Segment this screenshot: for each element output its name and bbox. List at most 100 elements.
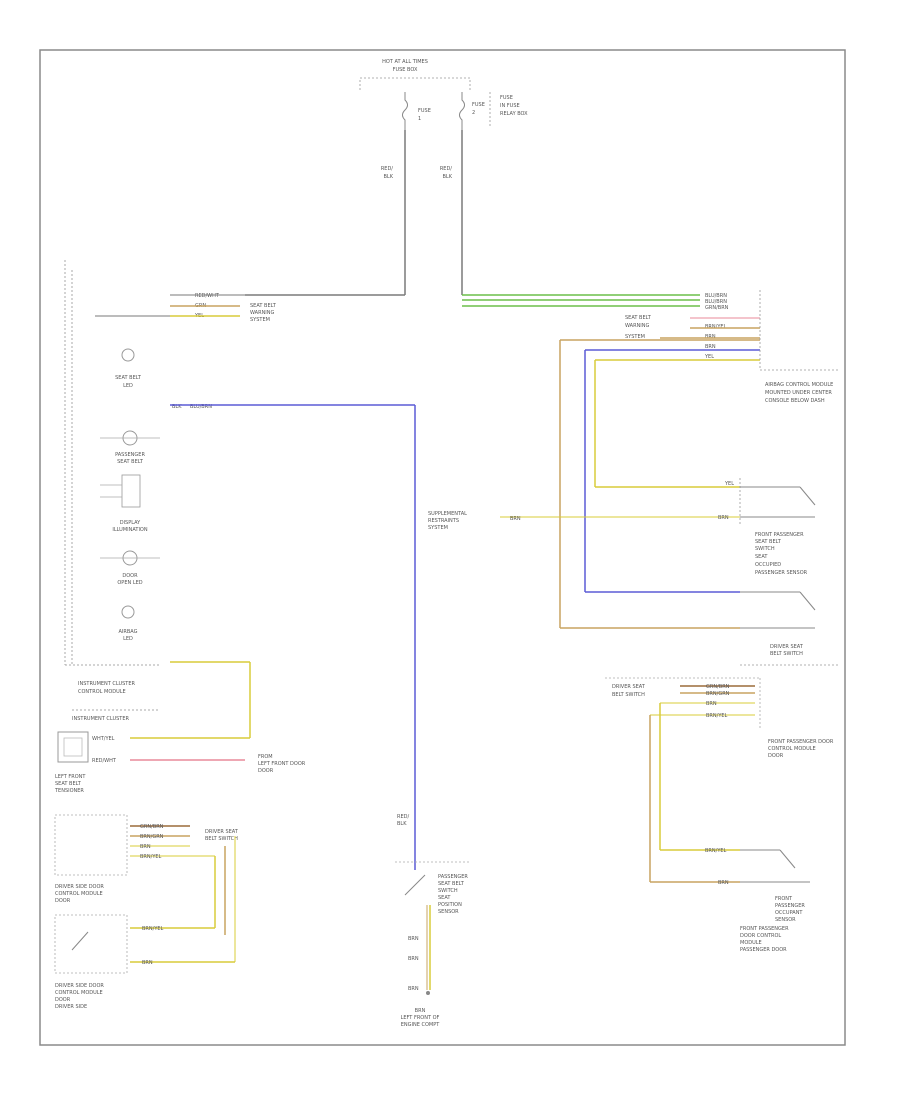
connector-right-mid: SEAT BELT WARNING SYSTEM BRN/YEL BRN BRN… [560, 290, 840, 371]
left-sensor-1: LEFT FRONT [55, 774, 86, 780]
right-sensor-2-label-1: DRIVER SEAT [770, 644, 804, 650]
right-lower-module-2: CONTROL MODULE [768, 746, 816, 752]
fuse-note-1: FUSE [500, 95, 513, 101]
cluster-item-4: SEAT BELT [117, 459, 144, 465]
connector-top-left: RED/WHT GRN YEL SEAT BELT WARNING SYSTEM [95, 293, 277, 323]
left-sensor-3: TENSIONER [54, 788, 84, 794]
right-lower-sensor-6: DOOR CONTROL [740, 933, 781, 939]
lower-left-wire-1: BRN/YEL [142, 926, 164, 932]
fuse-note-3: RELAY BOX [500, 111, 528, 117]
lower-left-conn-3: BRN [140, 844, 151, 850]
right-lower-module-3: DOOR [768, 753, 784, 759]
conn-right-mid-note-3: SYSTEM [625, 334, 645, 340]
mid-system-2: RESTRAINTS [428, 518, 459, 524]
airbag-module: AIRBAG CONTROL MODULE MOUNTED UNDER CENT… [765, 382, 833, 404]
center-wire-3: BRN [408, 936, 419, 942]
airbag-module-label-3: CONSOLE BELOW DASH [765, 398, 825, 404]
lower-left-wire-2: BRN [142, 960, 153, 966]
green-wire-bundle: BLU/BRN BLU/BRN GRN/BRN [462, 293, 729, 311]
right-lower-conn-4: BRN/YEL [706, 713, 728, 719]
left-conn-note-3: DOOR [258, 768, 274, 774]
lower-left-door-module: GRN/BRN BRN/GRN BRN BRN/YEL DRIVER SEAT … [54, 814, 239, 1010]
display-icon [121, 474, 141, 508]
conn-right-mid-note-1: SEAT BELT [625, 315, 652, 321]
conn-top-right-3: GRN/BRN [705, 305, 729, 311]
fuse-note-2: IN FUSE [500, 103, 520, 109]
right-lower-conn-note-2: BELT SWITCH [612, 692, 645, 698]
fuse-right-symbol [459, 92, 465, 130]
right-lower-conn-note-1: DRIVER SEAT [612, 684, 646, 690]
airbag-led-icon [121, 605, 135, 619]
wire-right-top-1: RED/ [440, 166, 452, 172]
center-passenger-module: RED/ BLK PASSENGER SEAT BELT SWITCH SEAT… [395, 814, 470, 1028]
right-lower-sensor-2: PASSENGER [775, 903, 805, 909]
power-supply-block: HOT AT ALL TIMES FUSE BOX FUSE 1 FUSE 2 … [359, 59, 528, 180]
conn-top-left-note-2: WARNING [250, 310, 275, 316]
right-sensor-1-label-6: PASSENGER SENSOR [755, 570, 808, 576]
conn-top-left-note-1: SEAT BELT [250, 303, 277, 309]
right-lower-wire-1: BRN/YEL [705, 848, 727, 854]
conn-top-left-wire-1: RED/WHT [195, 293, 220, 299]
right-lower-conn-3: BRN [706, 701, 717, 707]
passenger-belt-switch: YEL BRN FRONT PASSENGER SEAT BELT SWITCH… [718, 478, 816, 576]
mid-system-1: SUPPLEMENTAL [428, 511, 467, 517]
sensor-row-1-wire: YEL [724, 481, 734, 487]
right-lower-sensor-5: FRONT PASSENGER [740, 926, 789, 932]
right-sensor-1-label-2: SEAT BELT [755, 539, 782, 545]
right-lower-conn-1: GRN/BRN [706, 684, 730, 690]
wire-left-top-2: BLK [384, 174, 394, 180]
center-module-2: SEAT BELT [438, 881, 465, 887]
mid-system-3: SYSTEM [428, 525, 448, 531]
airbag-module-label-1: AIRBAG CONTROL MODULE [765, 382, 833, 388]
driver-belt-switch: DRIVER SEAT BELT SWITCH [740, 591, 840, 666]
center-module-1: PASSENGER [438, 874, 468, 880]
conn-right-mid-wire-5: BRN [705, 344, 716, 350]
cluster-item-9: AIRBAG [118, 629, 137, 635]
power-supply-label-2: FUSE BOX [393, 67, 418, 73]
blu-wire-label-1: BLK [172, 404, 182, 410]
lower-left-note-2: BELT SWITCH [205, 836, 238, 842]
lower-left-module-2-a: DRIVER SIDE DOOR [55, 983, 104, 989]
conn-right-mid-wire-3: BRN/YEL [705, 324, 727, 330]
right-sensor-1-label-1: FRONT PASSENGER [755, 532, 804, 538]
center-wire-5: BRN [408, 986, 419, 992]
center-module-6: SENSOR [438, 909, 459, 915]
right-lower-sensor-4: SENSOR [775, 917, 796, 923]
mid-system-label: SUPPLEMENTAL RESTRAINTS SYSTEM BRN [428, 511, 521, 531]
instrument-module-1: INSTRUMENT CLUSTER [78, 681, 136, 687]
center-ground-3: ENGINE COMPT [401, 1022, 440, 1028]
mid-brn: BRN [510, 516, 521, 522]
conn-right-mid-note-2: WARNING [625, 323, 650, 329]
conn-top-right-1: BLU/BRN [705, 293, 727, 299]
lower-left-module-2-b: CONTROL MODULE [55, 990, 103, 996]
left-conn-wire-1: WHT/YEL [92, 736, 115, 742]
center-ground-2: LEFT FRONT OF [401, 1015, 440, 1021]
center-switch-icon [404, 874, 426, 896]
sensor-row-2-wire: BRN [718, 515, 729, 521]
cluster-item-1: SEAT BELT [115, 375, 142, 381]
instrument-cluster-label: INSTRUMENT CLUSTER [72, 716, 130, 722]
right-lower-sensor-3: OCCUPANT [775, 910, 803, 916]
conn-top-left-note-3: SYSTEM [250, 317, 270, 323]
wire-right-top-2: BLK [443, 174, 453, 180]
conn-top-right-2: BLU/BRN [705, 299, 727, 305]
airbag-module-label-2: MOUNTED UNDER CENTER [765, 390, 832, 396]
lower-left-module-2-d: DRIVER SIDE [55, 1004, 87, 1010]
fuse-left-symbol [402, 92, 408, 130]
center-wire-4: BRN [408, 956, 419, 962]
lower-left-note-1: DRIVER SEAT [205, 829, 239, 835]
lower-left-conn-1: GRN/BRN [140, 824, 164, 830]
cluster-item-8: OPEN LED [117, 580, 142, 586]
right-lower-wire-2: BRN [718, 880, 729, 886]
cluster-item-3: PASSENGER [115, 452, 145, 458]
conn-right-mid-wire-4: BRN [705, 334, 716, 340]
right-vertical-wires [500, 340, 740, 629]
right-lower-conn-2: BRN/GRN [706, 691, 730, 697]
cluster-item-10: LED [123, 636, 133, 642]
left-seat-belt-tensioner: WHT/YEL RED/WHT FROM LEFT FRONT DOOR DOO… [54, 731, 306, 794]
lower-left-module-1-c: DOOR [55, 898, 71, 904]
right-sensor-1-label-5: OCCUPIED [755, 562, 781, 568]
right-lower-door-module: DRIVER SEAT BELT SWITCH GRN/BRN BRN/GRN … [605, 677, 834, 953]
center-wire-1: RED/ [397, 814, 409, 820]
